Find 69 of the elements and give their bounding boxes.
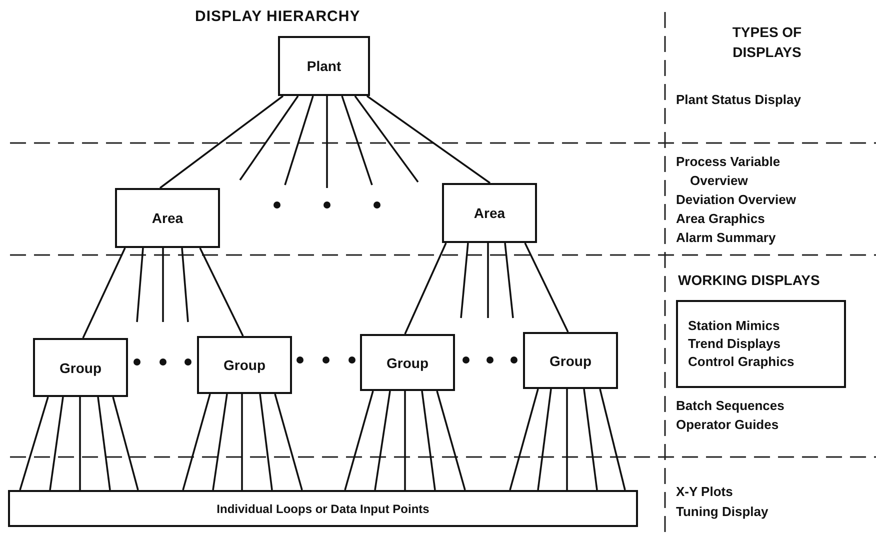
box-label: Area xyxy=(152,210,184,226)
display-type-text: X-Y Plots xyxy=(676,484,733,500)
box-label: Individual Loops or Data Input Points xyxy=(216,502,430,516)
display-type-text: Deviation Overview xyxy=(676,192,796,208)
display-type-text: Operator Guides xyxy=(676,417,779,433)
display-type-text: Batch Sequences xyxy=(676,398,784,414)
connector-line xyxy=(344,390,374,490)
connector-line xyxy=(112,396,139,490)
connector-line xyxy=(599,388,626,490)
display-type-text: Station Mimics xyxy=(688,317,780,335)
connector-line xyxy=(97,396,111,490)
connector-line xyxy=(241,394,243,490)
display-type-text: Trend Displays xyxy=(688,335,780,353)
box-label: Group xyxy=(386,354,428,370)
stub-line xyxy=(181,248,189,322)
box-label: Area xyxy=(474,205,506,221)
connector-line xyxy=(404,391,406,490)
stub-line xyxy=(136,248,144,322)
connector-line xyxy=(566,389,568,490)
display-type-text: Process Variable Overview xyxy=(676,153,782,190)
stub-line xyxy=(504,242,514,318)
base-bar xyxy=(8,490,638,527)
display-type-text: Plant Status Display xyxy=(676,92,801,108)
connector-line xyxy=(212,394,228,490)
column-heading: TYPES OF DISPLAYS xyxy=(731,23,803,62)
connector-line xyxy=(49,396,64,490)
diagram-title: DISPLAY HIERARCHY xyxy=(195,8,360,25)
connector-line xyxy=(19,396,49,490)
box-label: Plant xyxy=(306,58,342,74)
hierarchy-box xyxy=(33,338,128,397)
stub-line xyxy=(239,95,299,181)
section-heading: WORKING DISPLAYS xyxy=(678,272,820,288)
connector-line xyxy=(421,390,436,490)
display-type-text: Area Graphics xyxy=(676,211,765,227)
stub-line xyxy=(487,243,489,318)
hierarchy-box xyxy=(360,334,455,391)
connector-line xyxy=(82,248,126,338)
stub-line xyxy=(162,248,164,322)
box-label: Group xyxy=(60,360,102,376)
display-type-text: Tuning Display xyxy=(676,504,768,520)
hierarchy-box xyxy=(278,36,370,96)
connector-line xyxy=(404,242,447,334)
hierarchy-box xyxy=(442,183,537,243)
stub-line xyxy=(341,96,373,186)
connector-line xyxy=(374,390,391,490)
connector-line xyxy=(79,397,81,490)
connector-line xyxy=(274,394,303,490)
stub-line xyxy=(460,242,469,318)
display-list-box xyxy=(676,300,846,388)
connector-line xyxy=(199,248,244,336)
connector-line xyxy=(537,388,552,490)
stub-line xyxy=(326,96,328,188)
box-label: Group xyxy=(550,352,592,368)
display-type-text: Control Graphics xyxy=(688,353,794,371)
connector-line xyxy=(583,388,598,490)
stub-line xyxy=(284,96,314,186)
hierarchy-box xyxy=(197,336,292,394)
connector-line xyxy=(259,394,273,490)
connector-line xyxy=(436,390,466,490)
box-label: Group xyxy=(224,357,266,373)
hierarchy-box xyxy=(115,188,220,248)
connector-line xyxy=(182,394,211,490)
hierarchy-box xyxy=(523,332,618,389)
connector-line xyxy=(159,95,284,189)
connector-line xyxy=(509,388,539,490)
connector-line xyxy=(366,95,491,184)
display-type-text: Alarm Summary xyxy=(676,230,776,246)
connector-line xyxy=(524,242,569,332)
stub-line xyxy=(354,95,419,183)
